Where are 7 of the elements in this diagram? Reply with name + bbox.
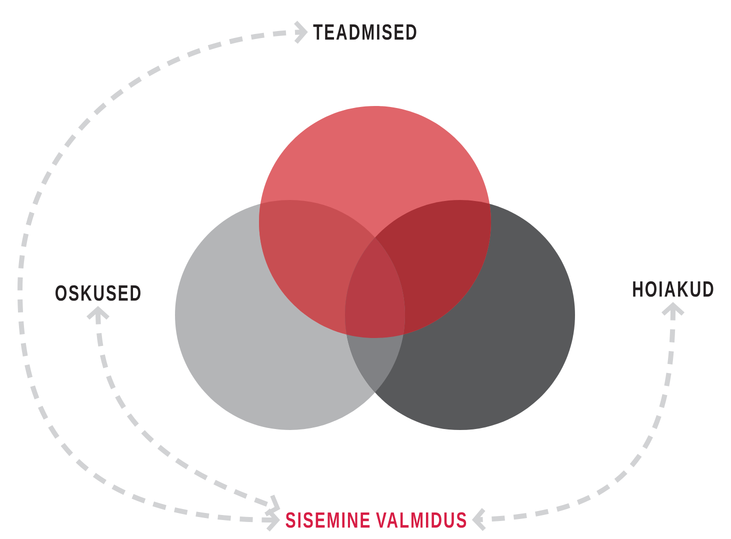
label-text: OSKUSED xyxy=(56,285,140,301)
arrow xyxy=(18,20,308,532)
arrow xyxy=(472,302,685,532)
label-text: TEADMISED xyxy=(313,24,416,40)
label-text: SISEMINE VALMIDUS xyxy=(286,512,466,528)
label-text: HOIAKUD xyxy=(633,281,714,297)
arrow xyxy=(86,306,280,516)
